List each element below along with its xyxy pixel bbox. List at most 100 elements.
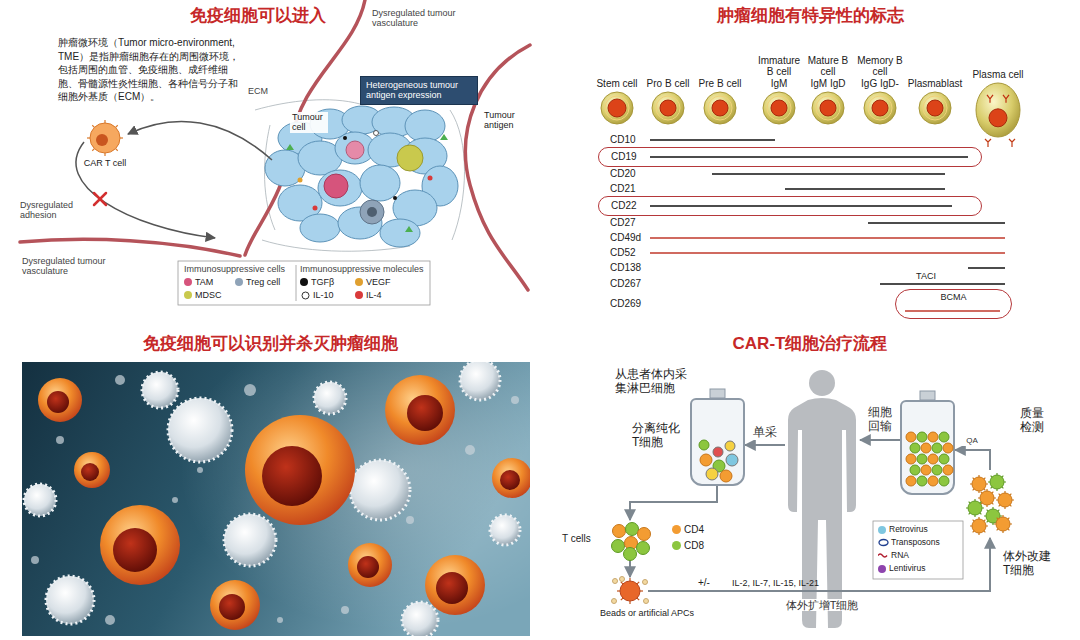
node-text-group: Immature B cellIgM [754,55,804,90]
tumour-kill-illustration [314,382,346,414]
legend-swatch [672,541,681,550]
node-text-group: T cells [562,533,604,545]
cell-dot [820,100,836,116]
cell-dot [637,542,650,555]
legend-item: CD4 [672,524,704,536]
signal-molecule [405,226,413,232]
legend-text: VEGF [366,277,391,287]
ecm-fibre [255,100,465,251]
tumour-kill-illustration [262,446,322,506]
legend-text: RNA [891,551,909,561]
tumour-kill-illustration [197,467,203,473]
tumour-kill-illustration [402,602,438,636]
node-text: 质量检测 [1020,407,1048,435]
text-label: CD10 [610,134,648,146]
cell-dot [932,443,942,453]
legend-item: Retrovirus [878,525,928,535]
node-text: IgM IgD [803,78,853,90]
antigen-box: Heterogeneous tumour antigen expression [360,76,478,105]
legend-text: IL-10 [313,290,334,300]
text-label: CD267 [610,278,648,290]
cell-dot [763,92,795,124]
tumour-kill-illustration [341,606,349,614]
cell-dot [990,475,1004,489]
cell-dot [972,477,986,491]
tumour-kill-illustration [113,528,157,572]
cell-dot [923,96,947,120]
node-shape [608,520,653,560]
marker-line [650,252,1005,254]
cell-dot [644,599,649,604]
legend-swatch [672,525,681,534]
text-label: Immunosuppressive cells [184,264,294,274]
antibody-symbol [985,139,1015,147]
tumour-kill-illustration [100,505,180,585]
text-label: Immunosuppressive molecules [300,264,428,274]
tumour-kill-illustration [105,615,115,625]
node-shape [863,91,897,125]
node-text-group: 质量检测 [1020,407,1048,435]
node-text-group: Stem cell [592,78,642,90]
edge-label: QA [962,436,982,445]
tumour-kill-illustration [511,396,519,404]
tumour-kill-illustration [47,391,69,413]
node-text-group: Heterogeneous tumour antigen expression [366,80,472,101]
immune-cell [367,207,377,217]
cell-dot [605,96,629,120]
edge-label: 体外扩增T细胞 [767,599,877,612]
immune-cell [346,141,364,159]
tumour-kill-illustration [245,415,355,525]
node-shape [692,400,743,484]
text-label: +/- [698,577,724,589]
marker-line [712,173,945,175]
blood-vessel [20,239,240,256]
node-shape [918,91,952,125]
marker-line [880,283,1005,285]
cell-dot [910,465,920,475]
text-label: CD138 [610,262,648,274]
marker-line [650,205,952,207]
cell-dot [928,476,938,486]
tumour-kill-illustration [172,497,178,503]
tumour-cluster [380,219,420,247]
tumour-kill-illustration [31,375,519,625]
tumour-cluster [318,170,362,206]
legend-text: IL-4 [366,290,382,300]
cell-dot [906,432,916,442]
signal-molecule [313,206,318,211]
tumour-kill-illustration [407,395,443,431]
signal-molecule [393,196,397,200]
node-text-group: BCMA [896,292,1011,302]
cell-dot [939,432,949,442]
tumour-kill-illustration [31,556,39,564]
tumour-kill-illustration [38,378,82,422]
cell-body [976,83,1020,137]
tumour-kill-illustration [490,515,520,545]
cell-dot [652,92,684,124]
node-text: T cells [562,533,604,545]
legend-item: IL-10 [300,290,334,300]
cell-dot [943,465,953,475]
legend-item: CD8 [672,540,704,552]
cell-dot [713,447,723,457]
cell-dot [864,92,896,124]
cell-dot [927,100,943,116]
text-label: TACI [910,271,942,281]
tumour-kill-illustration [492,458,530,498]
legend-text: Treg cell [246,277,280,287]
antibody-symbol [987,95,993,103]
tumour-kill-illustration [74,452,110,488]
tumour-cluster [265,106,458,247]
node-shape [762,91,796,125]
cell-bag: 质量检测 [900,400,955,495]
legend-text: TGFβ [311,277,334,287]
node-text: Plasmablast [904,78,966,90]
tumour-kill-illustration [210,580,260,630]
cell-dot [972,519,986,533]
text-label: CD52 [610,247,648,259]
legend-item: RNA [878,551,909,561]
cell-dot [699,440,709,450]
legend-item: VEGF [355,277,391,287]
cell-dot [932,465,942,475]
tumour-kill-illustration [357,556,379,578]
